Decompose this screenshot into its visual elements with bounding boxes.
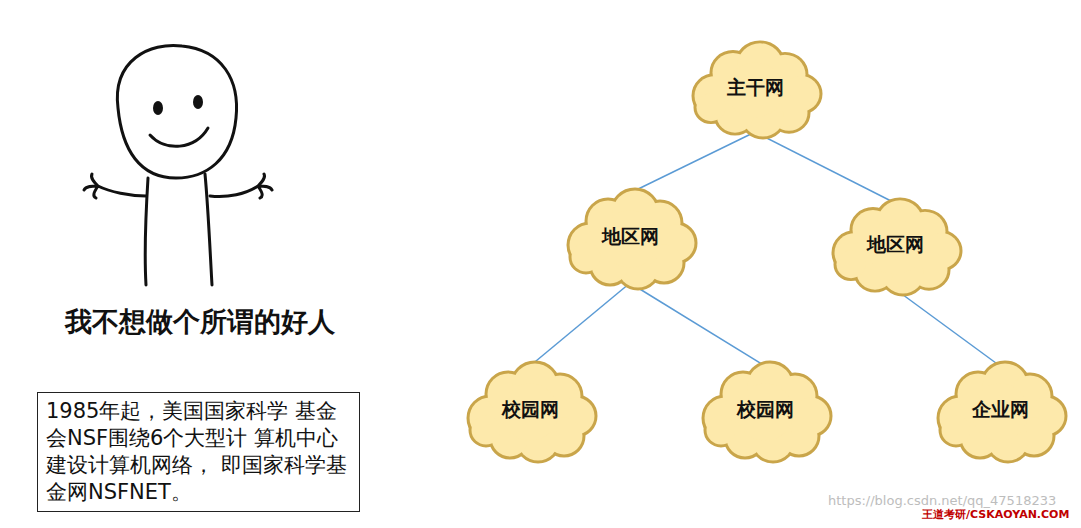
network-name: 校园网 [737,397,794,423]
network-cloud: 企业网 [930,358,1070,462]
network-cloud: 地区网 [825,195,965,295]
link-line [755,132,895,203]
network-name: 地区网 [602,224,659,250]
link-line [630,132,755,193]
network-cloud: 主干网 [685,38,825,138]
network-cloud: 校园网 [460,358,600,462]
network-cloud: 地区网 [560,185,700,289]
meme-caption: 我不想做个所谓的好人 [65,304,335,340]
link-line [630,283,765,366]
watermark: 王道考研/CSKAOYAN.COM [922,507,1069,522]
network-name: 主干网 [727,75,784,101]
link-line [530,283,630,366]
note-text: 1985年起，美国国家科学 基金会NSF围绕6个大型计 算机中心建设计算机网络，… [46,398,351,506]
network-name: 校园网 [502,397,559,423]
note-box: 1985年起，美国国家科学 基金会NSF围绕6个大型计 算机中心建设计算机网络，… [37,392,360,512]
network-name: 企业网 [972,397,1029,423]
network-name: 地区网 [867,232,924,258]
watermark: https://blog.csdn.net/qq_47518233 [828,493,1056,508]
network-cloud: 校园网 [695,358,835,462]
link-line [895,289,1000,366]
